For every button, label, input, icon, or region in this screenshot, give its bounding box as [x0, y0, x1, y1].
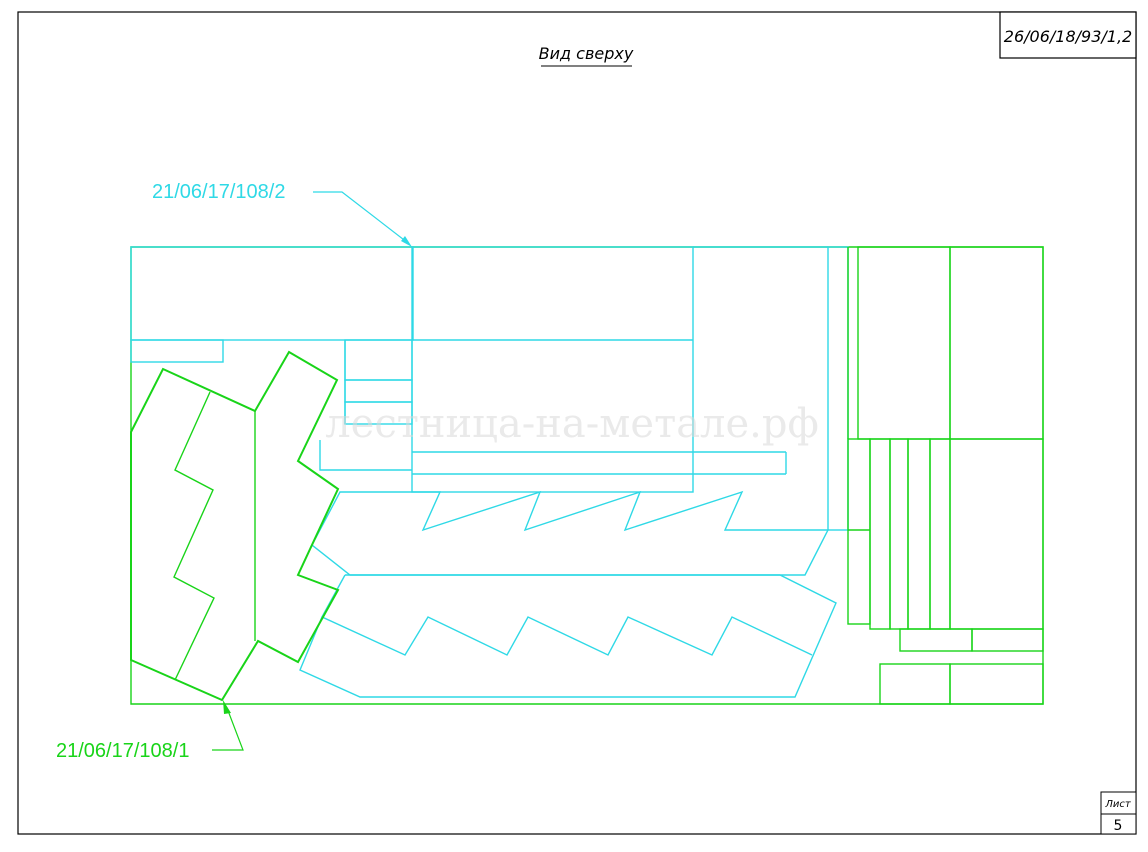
doc-number: 26/06/18/93/1,2 — [1004, 27, 1132, 46]
callout-upper: 21/06/17/108/2 — [152, 181, 412, 247]
arrowhead-icon — [223, 700, 231, 714]
watermark: лестница-на-метале.рф — [325, 401, 819, 447]
view-title: Вид сверху — [539, 44, 634, 63]
callout-upper-label: 21/06/17/108/2 — [152, 181, 285, 203]
doc-number-box: 26/06/18/93/1,2 — [999, 11, 1137, 59]
view-title-group: Вид сверху — [539, 44, 634, 67]
upper-stair-assembly — [130, 246, 849, 698]
sheet-label: Лист — [1104, 799, 1132, 810]
plan-outline — [130, 246, 1044, 705]
callout-lower-label: 21/06/17/108/1 — [56, 740, 189, 762]
callout-lower: 21/06/17/108/1 — [56, 700, 244, 762]
sheet-frame — [17, 11, 1137, 835]
sheet-number-box: Лист 5 — [1100, 791, 1137, 835]
sheet-number: 5 — [1114, 818, 1123, 834]
arrowhead-icon — [401, 236, 412, 247]
lower-stair-assembly — [130, 246, 1044, 705]
